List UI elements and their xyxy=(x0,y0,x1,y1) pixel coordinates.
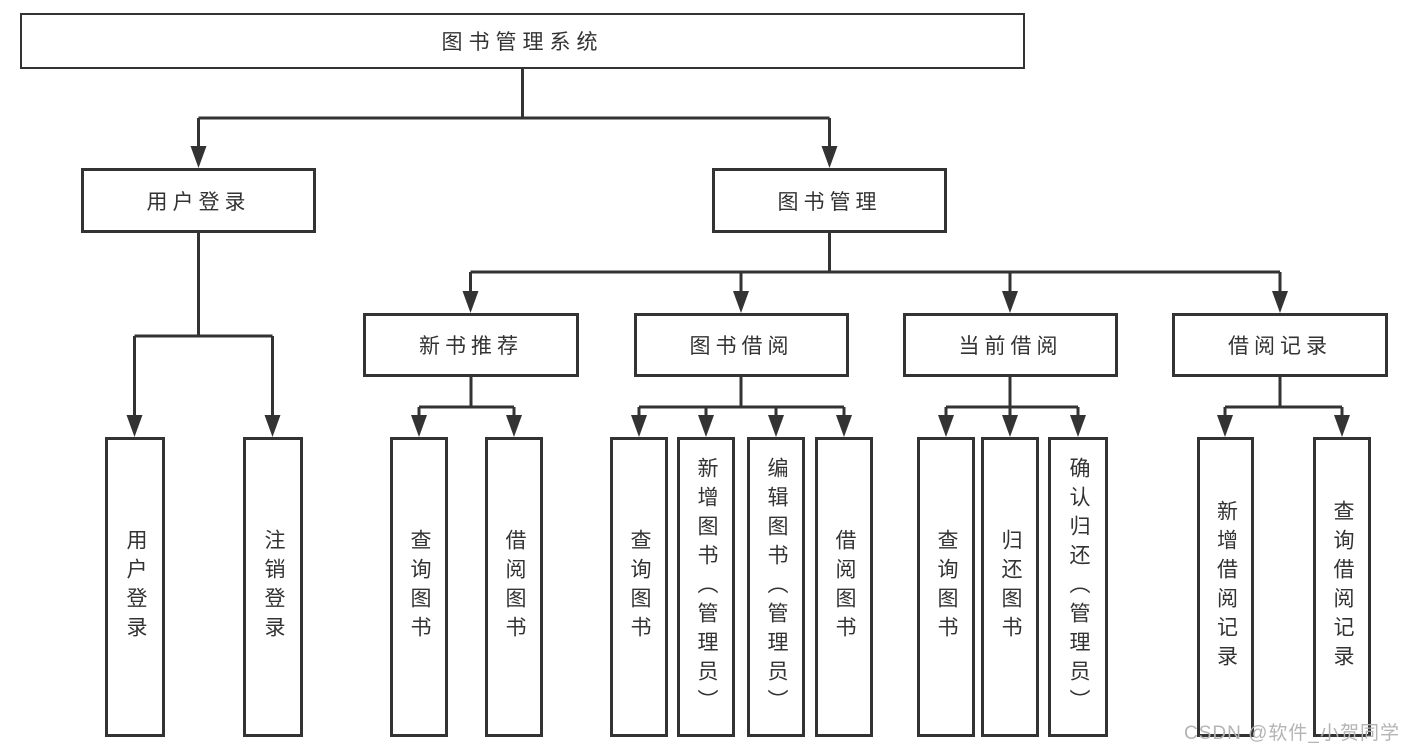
node-borrow-record: 借阅记录 xyxy=(1172,313,1388,377)
node-book-management: 图书管理 xyxy=(712,168,947,233)
leaf-logout: 注销登录 xyxy=(243,437,303,737)
leaf-add-borrow-record: 新增借阅记录 xyxy=(1197,437,1254,737)
leaf-user-login: 用户登录 xyxy=(105,437,165,737)
leaf-add-book-admin: 新增图书（管理员） xyxy=(677,437,735,737)
leaf-edit-book-admin: 编辑图书（管理员） xyxy=(747,437,805,737)
leaf-borrow-book-1: 借阅图书 xyxy=(485,437,543,737)
leaf-query-book-2: 查询图书 xyxy=(610,437,668,737)
arrowheads xyxy=(126,146,1350,437)
leaf-return-book: 归还图书 xyxy=(981,437,1039,737)
leaf-confirm-return-admin: 确认归还（管理员） xyxy=(1048,437,1108,737)
node-new-book-recommend: 新书推荐 xyxy=(363,313,579,377)
node-current-borrow: 当前借阅 xyxy=(903,313,1118,377)
node-book-borrow: 图书借阅 xyxy=(634,313,849,377)
csdn-watermark: CSDN @软件_小贺同学 xyxy=(1184,723,1400,744)
leaf-query-book-1: 查询图书 xyxy=(390,437,448,737)
leaf-borrow-book-2: 借阅图书 xyxy=(815,437,873,737)
node-library-management-system: 图书管理系统 xyxy=(20,13,1025,69)
node-user-login-branch: 用户登录 xyxy=(81,168,316,233)
leaf-query-borrow-record: 查询借阅记录 xyxy=(1313,437,1371,737)
leaf-query-book-3: 查询图书 xyxy=(917,437,975,737)
